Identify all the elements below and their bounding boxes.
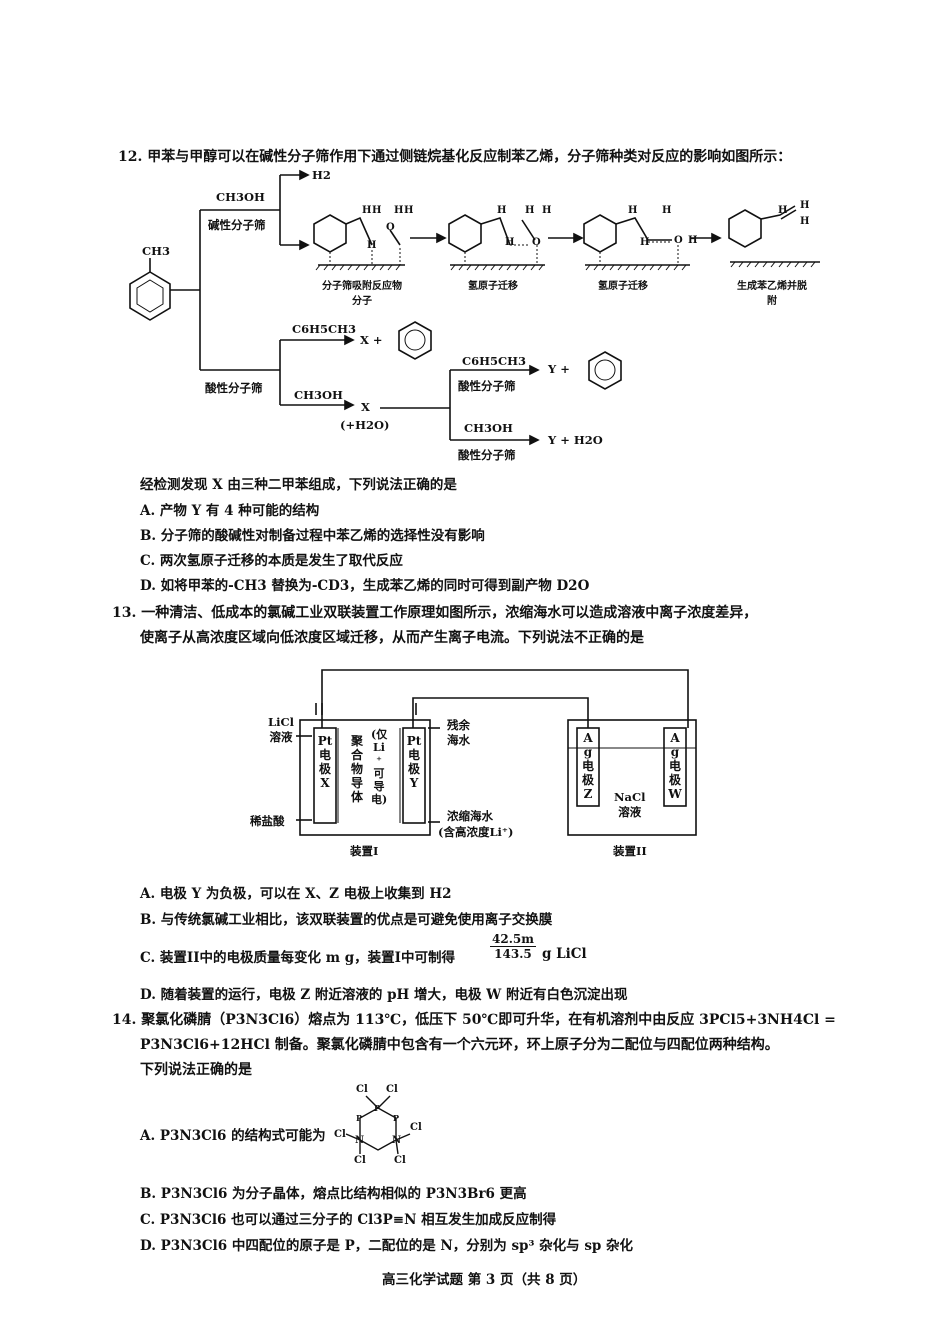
step1-caption: 分子筛吸附反应物分子 [322,281,402,307]
atom-h: H [800,216,810,227]
q14-option-d: D. P3N3Cl6 中四配位的原子是 P，二配位的是 N，分别为 sp³ 杂化… [140,1238,634,1254]
dilute-hcl: 稀盐酸 [250,814,285,828]
q14-option-a: A. P3N3Cl6 的结构式可能为 [140,1128,326,1144]
licl-solution: LiCl 溶液 [268,715,294,744]
q12-option-b: B. 分子筛的酸碱性对制备过程中苯乙烯的选择性没有影响 [140,528,485,544]
atom-h: H [542,205,552,216]
step3-caption: 氢原子迁移 [598,281,648,292]
nacl-solution: NaCl 溶液 [614,790,646,819]
q13-option-c-fraction: 42.5m 143.5 [490,932,536,961]
cl-atom: Cl [354,1155,366,1166]
atom-h: H [367,240,377,251]
concentrated-seawater-note: (含高浓度Li⁺) [438,825,514,839]
atom-h: H [778,205,788,216]
toluene-ch3: CH3 [142,244,171,258]
q12-note: 经检测发现 X 由三种二甲苯组成，下列说法正确的是 [140,477,457,493]
acid-sieve-r1: 酸性分子筛 [458,379,516,393]
electrode-w: Ag电极W [668,731,682,801]
page-footer: 高三化学试题 第 3 页（共 8 页） [382,1272,587,1288]
atom-h: H [497,205,507,216]
x-label: X [361,400,370,414]
h2-product: H2 [312,168,331,182]
q13-option-d: D. 随着装置的运行，电极 Z 附近溶液的 pH 增大，电极 W 附近有白色沉淀… [140,987,628,1003]
atom-h: H [362,205,372,216]
y-h2o: Y + H2O [548,433,603,447]
electrode-y: Pt电极Y [406,734,422,790]
ch3oh-mid: CH3OH [294,388,343,402]
q14-option-b: B. P3N3Cl6 为分子晶体，熔点比结构相似的 P3N3Br6 更高 [140,1186,527,1202]
fraction-numerator: 42.5m [490,932,536,947]
cl-atom: Cl [410,1122,422,1133]
atom-h: H [372,205,382,216]
atom-h: H [525,205,535,216]
atom-h: H [505,237,515,248]
device-2-label: 装置II [613,844,647,858]
cl-atom: Cl [356,1084,368,1095]
atom-h: H [404,205,414,216]
q14-stem-line1: 14. 聚氯化磷腈（P3N3Cl6）熔点为 113℃，低压下 50℃即可升华，在… [112,1012,836,1028]
c6h5ch3-right: C6H5CH3 [462,354,527,368]
conductor-note: (仅Li⁺可导电) [371,728,388,806]
q14-stem-line2: P3N3Cl6+12HCl 制备。聚氯化磷腈中包含有一个六元环，环上原子分为二配… [140,1037,779,1053]
cl-atom: Cl [386,1084,398,1095]
p-atom: P [356,1113,363,1123]
concentrated-seawater: 浓缩海水 [447,809,493,823]
electrode-z: Ag电极Z [581,731,594,801]
q12-option-c: C. 两次氢原子迁移的本质是发生了取代反应 [140,553,403,569]
toluene-ring [129,271,171,321]
ch3oh-right: CH3OH [464,421,513,435]
cl-atom: Cl [334,1129,346,1140]
p-atom: P [393,1113,400,1123]
n-atom: N [355,1135,365,1146]
acid-sieve-left: 酸性分子筛 [205,381,263,395]
atom-h: H [800,200,810,211]
basic-sieve-label: 碱性分子筛 [208,218,266,232]
q13-stem-line2: 使离子从高浓度区域向低浓度区域迁移，从而产生离子电流。下列说法不正确的是 [140,630,644,646]
q12-option-d: D. 如将甲苯的-CH3 替换为-CD3，生成苯乙烯的同时可得到副产物 D2O [140,578,590,594]
atom-h: H [688,235,698,246]
atom-h: H [640,237,650,248]
electrode-x: Pt电极X [317,734,333,790]
device-1-label: 装置I [350,844,379,858]
q13-option-a: A. 电极 Y 为负极，可以在 X、Z 电极上收集到 H2 [140,886,452,902]
fraction-denominator: 143.5 [494,947,532,961]
atom-h: H [628,205,638,216]
q12-stem: 12. 甲苯与甲醇可以在碱性分子筛作用下通过侧链烷基化反应制苯乙烯，分子筛种类对… [118,149,792,165]
polymer-conductor: 聚合物导体 [350,734,363,804]
n-atom: N [392,1135,402,1146]
step2-caption: 氢原子迁移 [468,281,518,292]
q13-stem-line1: 13. 一种清洁、低成本的氯碱工业双联装置工作原理如图所示，浓缩海水可以造成溶液… [112,605,758,621]
q13-option-c-unit: g LiCl [542,946,587,962]
acid-sieve-r2: 酸性分子筛 [458,448,516,462]
cl-atom: Cl [394,1155,406,1166]
atom-h: H [662,205,672,216]
residual-seawater: 残余 海水 [447,718,470,747]
step4-caption: 生成苯乙烯并脱附 [737,281,807,307]
q13-option-b: B. 与传统氯碱工业相比，该双联装置的优点是可避免使用离子交换膜 [140,912,553,928]
atom-h: H [394,205,404,216]
ch3oh-top: CH3OH [216,190,265,204]
atom-o: O [532,237,541,248]
plus-h2o: (+H2O) [340,418,390,432]
q12-option-a: A. 产物 Y 有 4 种可能的结构 [140,503,320,519]
atom-o: O [386,222,395,233]
y-plus: Y + [548,362,570,376]
q13-option-c: C. 装置II中的电极质量每变化 m g，装置I中可制得 [140,950,455,966]
atom-o: O [674,235,683,246]
q14-stem-line3: 下列说法正确的是 [140,1062,252,1078]
q14-option-c: C. P3N3Cl6 也可以通过三分子的 Cl3P≡N 相互发生加成反应制得 [140,1212,557,1228]
p-atom: P [374,1103,381,1113]
x-plus: X + [360,333,383,347]
c6h5ch3-mid: C6H5CH3 [292,322,357,336]
